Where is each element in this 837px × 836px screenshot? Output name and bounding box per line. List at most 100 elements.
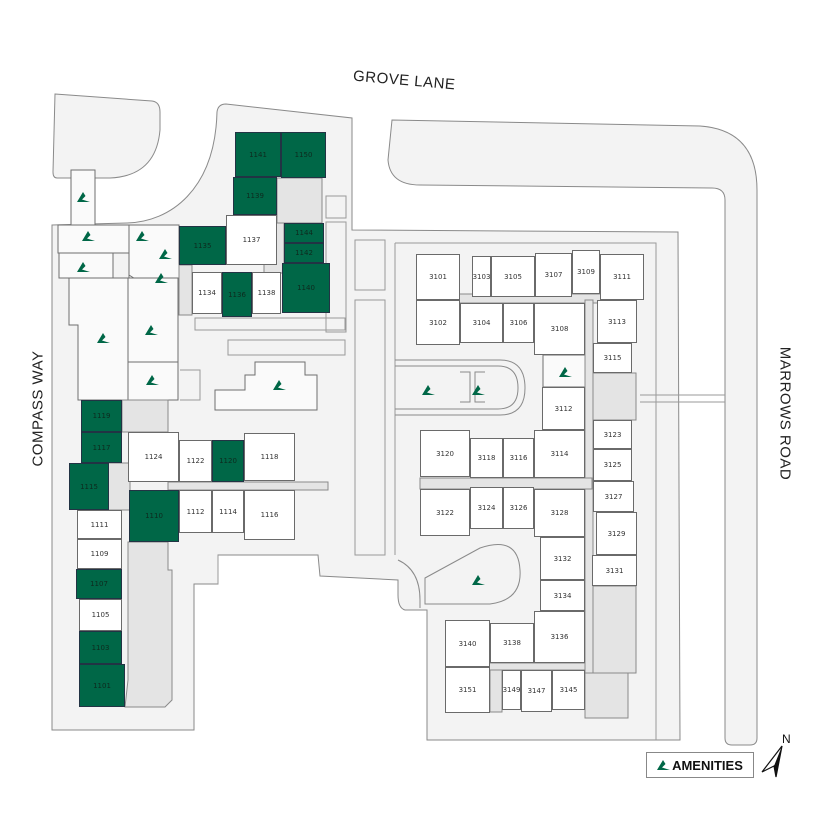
unit-1150[interactable]: 1150 [281, 132, 326, 178]
amenity-icon [82, 231, 95, 241]
unit-1120[interactable]: 1120 [212, 440, 244, 482]
unit-3103[interactable]: 3103 [472, 256, 491, 297]
unit-label: 3127 [604, 492, 623, 501]
unit-1137[interactable]: 1137 [226, 215, 277, 265]
unit-1110[interactable]: 1110 [129, 490, 179, 542]
unit-label: 1114 [219, 507, 237, 516]
unit-3128[interactable]: 3128 [534, 489, 585, 537]
unit-label: 1111 [90, 520, 109, 529]
unit-1109[interactable]: 1109 [77, 539, 122, 569]
unit-3109[interactable]: 3109 [572, 250, 600, 294]
unit-label: 3149 [502, 686, 521, 694]
unit-label: 3147 [527, 687, 546, 695]
unit-3134[interactable]: 3134 [540, 580, 585, 611]
unit-3107[interactable]: 3107 [535, 253, 572, 297]
unit-3105[interactable]: 3105 [491, 256, 535, 297]
unit-3129[interactable]: 3129 [596, 512, 637, 555]
unit-1139[interactable]: 1139 [233, 177, 277, 215]
unit-3149[interactable]: 3149 [502, 670, 521, 710]
unit-1117[interactable]: 1117 [81, 432, 122, 463]
amenity-icon [136, 231, 149, 241]
unit-1116[interactable]: 1116 [244, 490, 295, 540]
unit-1112[interactable]: 1112 [179, 490, 212, 533]
unit-3136[interactable]: 3136 [534, 611, 585, 663]
unit-3145[interactable]: 3145 [552, 670, 585, 710]
unit-1105[interactable]: 1105 [79, 599, 122, 631]
unit-label: 1138 [257, 289, 276, 297]
unit-1107[interactable]: 1107 [76, 569, 122, 599]
amenity-icon [97, 333, 110, 343]
unit-label: 1141 [249, 150, 267, 159]
unit-label: 3120 [436, 449, 454, 458]
unit-1136[interactable]: 1136 [222, 272, 252, 317]
unit-1140[interactable]: 1140 [282, 263, 330, 313]
unit-1115[interactable]: 1115 [69, 463, 109, 510]
unit-3124[interactable]: 3124 [470, 487, 503, 529]
unit-3115[interactable]: 3115 [593, 343, 632, 373]
amenity-icon [77, 192, 90, 202]
unit-label: 1101 [93, 681, 111, 690]
unit-3112[interactable]: 3112 [542, 387, 585, 430]
unit-1101[interactable]: 1101 [79, 664, 125, 707]
unit-3104[interactable]: 3104 [460, 303, 503, 343]
unit-1138[interactable]: 1138 [252, 272, 281, 314]
unit-label: 1117 [92, 443, 111, 452]
unit-1111[interactable]: 1111 [77, 510, 122, 539]
unit-1134[interactable]: 1134 [192, 272, 222, 314]
unit-label: 3109 [577, 268, 595, 276]
unit-3120[interactable]: 3120 [420, 430, 470, 477]
unit-1124[interactable]: 1124 [128, 432, 179, 482]
unit-label: 3107 [544, 271, 563, 279]
unit-label: 3108 [550, 325, 569, 333]
unit-label: 3114 [550, 450, 569, 458]
unit-3132[interactable]: 3132 [540, 537, 585, 580]
unit-3138[interactable]: 3138 [490, 623, 534, 663]
unit-label: 3116 [509, 454, 528, 462]
unit-3118[interactable]: 3118 [470, 438, 503, 478]
unit-label: 3132 [553, 554, 572, 563]
street-label-compass-way: COMPASS WAY [29, 350, 47, 467]
unit-3151[interactable]: 3151 [445, 667, 490, 713]
unit-3122[interactable]: 3122 [420, 489, 470, 536]
unit-3125[interactable]: 3125 [593, 449, 632, 481]
unit-label: 1134 [198, 289, 216, 297]
unit-1144[interactable]: 1144 [284, 223, 324, 243]
unit-label: 1116 [260, 511, 279, 519]
unit-label: 3134 [553, 591, 572, 600]
unit-3147[interactable]: 3147 [521, 670, 552, 712]
unit-label: 1150 [294, 151, 313, 159]
unit-3101[interactable]: 3101 [416, 254, 460, 300]
unit-label: 1112 [186, 507, 205, 516]
unit-3127[interactable]: 3127 [593, 481, 634, 512]
legend-label: AMENITIES [672, 757, 743, 773]
unit-3108[interactable]: 3108 [534, 303, 585, 355]
unit-3140[interactable]: 3140 [445, 620, 490, 667]
unit-label: 1110 [145, 512, 163, 520]
unit-label: 1137 [242, 236, 261, 244]
unit-3126[interactable]: 3126 [503, 487, 534, 529]
unit-1114[interactable]: 1114 [212, 490, 244, 533]
unit-3111[interactable]: 3111 [600, 254, 644, 300]
unit-label: 1122 [186, 457, 205, 465]
unit-label: 3113 [608, 317, 626, 326]
compass-arrow-icon [761, 745, 783, 778]
unit-3123[interactable]: 3123 [593, 420, 632, 449]
unit-label: 1107 [90, 580, 108, 588]
unit-1141[interactable]: 1141 [235, 132, 281, 177]
unit-3114[interactable]: 3114 [534, 430, 585, 478]
unit-1118[interactable]: 1118 [244, 433, 295, 481]
unit-1119[interactable]: 1119 [81, 400, 122, 432]
unit-3106[interactable]: 3106 [503, 303, 534, 343]
unit-label: 3125 [603, 461, 622, 469]
unit-label: 3104 [472, 319, 491, 327]
unit-3131[interactable]: 3131 [592, 555, 637, 586]
unit-1103[interactable]: 1103 [79, 631, 122, 664]
unit-1122[interactable]: 1122 [179, 440, 212, 482]
unit-3113[interactable]: 3113 [597, 300, 637, 343]
road-block [387, 119, 758, 746]
unit-1135[interactable]: 1135 [179, 226, 226, 265]
unit-3116[interactable]: 3116 [503, 438, 534, 478]
unit-3102[interactable]: 3102 [416, 300, 460, 345]
unit-1142[interactable]: 1142 [284, 243, 324, 263]
